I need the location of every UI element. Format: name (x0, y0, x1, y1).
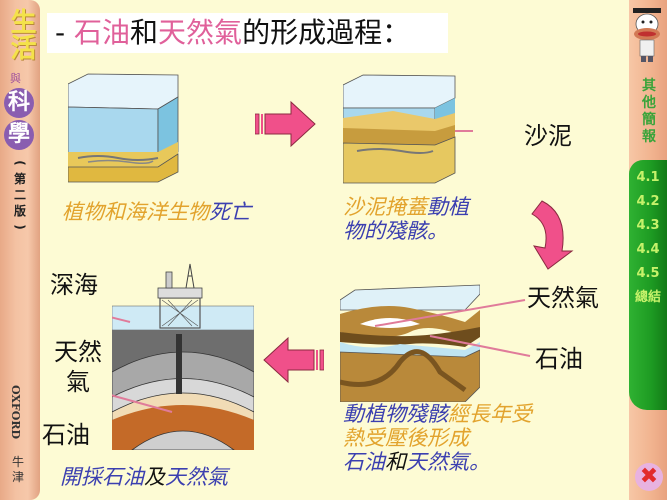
other-slides-menu[interactable]: 其 他 簡 報 (639, 78, 659, 146)
title-gas: 天然氣 (158, 16, 243, 49)
menu-char: 他 (642, 95, 656, 111)
nav-item-4-1[interactable]: 4.1 (636, 170, 660, 185)
edition-char: ) (13, 224, 27, 230)
step2-diagram (343, 74, 473, 184)
nav-item-4-3[interactable]: 4.3 (636, 218, 660, 233)
publisher-oxford: OXFORD (9, 385, 22, 439)
label-oil: 石油 (535, 345, 583, 373)
step4-caption: 開採石油及天然氣 (60, 465, 228, 489)
close-button[interactable]: ✖ (635, 463, 663, 491)
edition-char: 第 (13, 172, 26, 186)
caption-text: 死亡 (209, 200, 251, 224)
caption-text: 開採石油 (60, 465, 144, 489)
caption-text: 沙泥掩蓋 (343, 195, 427, 219)
menu-char: 其 (642, 78, 656, 94)
arrow-curved-down-icon (531, 200, 574, 270)
right-sidebar: 其 他 簡 報 4.1 4.2 4.3 4.4 4.5 總結 ✖ (629, 0, 667, 500)
nav-item-4-4[interactable]: 4.4 (636, 242, 660, 257)
edition-char: 版 (13, 204, 26, 218)
step4-diagram (112, 263, 254, 450)
book-title-and: 與 (10, 72, 21, 85)
nav-item-4-2[interactable]: 4.2 (636, 194, 660, 209)
step1-caption: 植物和海洋生物死亡 (62, 200, 251, 224)
caption-text: 植物和海洋生物 (62, 200, 209, 224)
book-title-char: 學 (4, 120, 34, 150)
title-rest: 的形成過程： (242, 16, 411, 49)
nav-item-summary[interactable]: 總結 (634, 290, 661, 305)
step1-diagram (68, 73, 179, 183)
caption-text: 動植物殘骸 (343, 402, 448, 426)
close-x-icon: ✖ (639, 464, 659, 489)
book-title-life: 生活 (6, 8, 36, 60)
label-sediment: 沙泥 (524, 122, 572, 150)
step3-caption: 動植物殘骸經長年受 熱受壓後形成 石油和天然氣。 (343, 402, 532, 474)
publisher-niujin: 牛津 (12, 455, 25, 484)
edition-label: ( 第 二 版 ) (10, 155, 30, 235)
menu-char: 簡 (642, 112, 656, 128)
caption-text: 和 (385, 450, 406, 474)
cow-mascot-icon[interactable] (627, 6, 667, 64)
label-deep-sea: 深海 (50, 271, 98, 299)
step3-leader-lines (374, 299, 531, 357)
step2-caption: 沙泥掩蓋動植 物的殘骸。 (343, 195, 469, 243)
caption-text: 天然氣 (406, 450, 469, 474)
book-title-science: 科 學 (4, 88, 36, 152)
arrow-left-icon (263, 336, 324, 384)
edition-char: 二 (13, 188, 26, 202)
caption-text: 及 (144, 465, 165, 489)
caption-text: 石油 (343, 450, 385, 474)
caption-text: 熱受壓後形成 (343, 426, 469, 450)
caption-text: 經長年受 (448, 402, 532, 426)
title-oil: 石油 (74, 16, 131, 49)
edition-char: ( (13, 160, 27, 166)
label-oil: 石油 (42, 421, 90, 449)
menu-char: 報 (642, 129, 656, 145)
label-text: 天然氣 (54, 338, 102, 396)
arrow-right-icon (255, 100, 316, 148)
caption-text: 物的殘骸。 (343, 219, 448, 243)
left-sidebar-book-spine: 生活 與 科 學 ( 第 二 版 ) OXFORD 牛津 (0, 0, 40, 500)
nav-item-4-5[interactable]: 4.5 (636, 266, 660, 281)
label-natural-gas: 天然氣 (527, 284, 599, 312)
book-title-char: 科 (4, 88, 34, 118)
section-nav: 4.1 4.2 4.3 4.4 4.5 總結 (629, 160, 667, 410)
label-natural-gas: 天然氣 (52, 337, 104, 397)
caption-text: 動植 (427, 195, 469, 219)
title-prefix: - (55, 16, 75, 49)
caption-text: 。 (469, 450, 490, 474)
caption-text: 天然氣 (165, 465, 228, 489)
page-title: - 石油和天然氣的形成過程： (47, 13, 448, 53)
title-and: 和 (130, 16, 159, 49)
